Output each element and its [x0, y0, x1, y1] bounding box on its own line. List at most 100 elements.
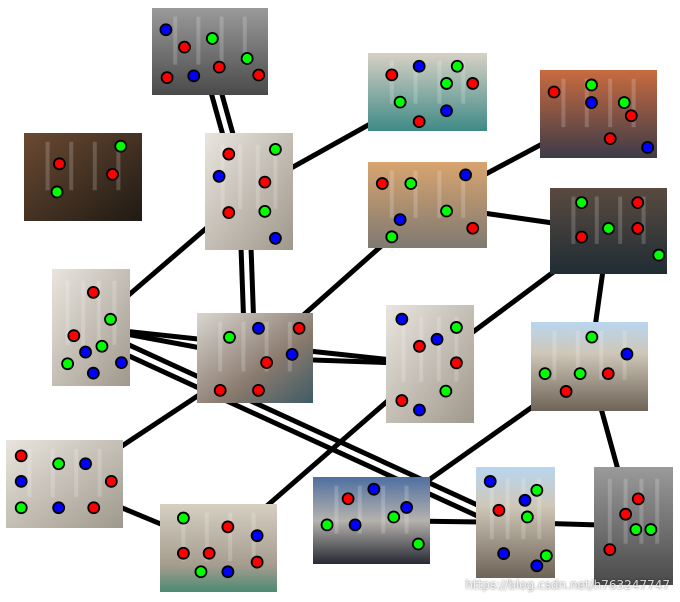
keypoint-red [620, 509, 631, 520]
keypoint-red [632, 223, 643, 234]
keypoint-red [178, 548, 189, 559]
photo-texture [571, 197, 575, 244]
keypoint-green [195, 566, 206, 577]
keypoint-blue [350, 519, 361, 530]
photo-texture [98, 449, 102, 497]
keypoint-green [178, 513, 189, 524]
keypoint-red [259, 177, 270, 188]
photo-image [540, 70, 657, 158]
keypoint-green [630, 524, 641, 535]
keypoint-green [586, 332, 597, 343]
keypoint-green [441, 78, 452, 89]
photo-texture [74, 449, 78, 497]
keypoint-red [214, 62, 225, 73]
keypoint-green [242, 53, 253, 64]
keypoint-green [586, 79, 597, 90]
photo-texture [51, 449, 55, 497]
keypoint-green [575, 368, 586, 379]
keypoint-red [377, 178, 388, 189]
keypoint-red [549, 87, 560, 98]
keypoint-blue [586, 97, 597, 108]
keypoint-blue [519, 495, 530, 506]
keypoint-green [440, 386, 451, 397]
keypoint-red [632, 197, 643, 208]
keypoint-red [222, 521, 233, 532]
keypoint-green [395, 97, 406, 108]
keypoint-red [414, 341, 425, 352]
keypoint-blue [414, 405, 425, 416]
keypoint-red [603, 368, 614, 379]
keypoint-green [322, 519, 333, 530]
keypoint-green [207, 33, 218, 44]
keypoint-red [561, 386, 572, 397]
keypoint-blue [252, 530, 263, 541]
keypoint-blue [396, 314, 407, 325]
keypoint-green [388, 512, 399, 523]
keypoint-blue [642, 142, 653, 153]
photo-thumbnail-statue-closeup [205, 133, 293, 250]
keypoint-red [252, 557, 263, 568]
photo-thumbnail-fountain-base [160, 504, 277, 592]
photo-thumbnail-statue-bw [594, 467, 673, 585]
keypoint-blue [460, 169, 471, 180]
photo-image [368, 53, 487, 131]
keypoint-green [619, 97, 630, 108]
keypoint-green [522, 511, 533, 522]
keypoint-green [16, 502, 27, 513]
keypoint-blue [485, 476, 496, 487]
keypoint-green [541, 550, 552, 561]
photo-thumbnail-statue-detail [386, 305, 474, 423]
keypoint-red [223, 149, 234, 160]
photo-texture [173, 17, 177, 65]
keypoint-red [396, 395, 407, 406]
photo-texture [561, 79, 565, 127]
keypoint-blue [414, 61, 425, 72]
photo-thumbnail-dark-arch [24, 133, 142, 221]
keypoint-green [224, 332, 235, 343]
keypoint-blue [368, 484, 379, 495]
keypoint-blue [80, 347, 91, 358]
keypoint-red [215, 385, 226, 396]
keypoint-blue [395, 214, 406, 225]
keypoint-red [414, 116, 425, 127]
photo-texture [196, 17, 200, 65]
keypoint-green [53, 458, 64, 469]
keypoint-green [576, 197, 587, 208]
keypoint-red [88, 287, 99, 298]
keypoint-green [270, 144, 281, 155]
keypoint-red [162, 72, 173, 83]
photo-texture [437, 317, 441, 382]
photo-texture [618, 197, 622, 244]
keypoint-green [405, 178, 416, 189]
keypoint-green [653, 250, 664, 261]
keypoint-green [540, 368, 551, 379]
photo-thumbnail-person-fountain [197, 313, 313, 403]
photo-texture [552, 331, 556, 380]
photo-thumbnail-statue-left [52, 269, 130, 386]
photo-texture [46, 142, 50, 190]
photo-thumbnail-trevi-top-center [152, 8, 268, 95]
keypoint-green [645, 524, 656, 535]
keypoint-green [413, 538, 424, 549]
keypoint-red [253, 69, 264, 80]
photo-thumbnail-facade-front [476, 467, 555, 578]
keypoint-blue [441, 105, 452, 116]
photo-texture [381, 486, 385, 534]
keypoint-blue [621, 349, 632, 360]
photo-texture [288, 322, 292, 372]
keypoint-red [107, 169, 118, 180]
keypoint-red [386, 69, 397, 80]
keypoint-blue [432, 334, 443, 345]
keypoint-red [16, 450, 27, 461]
keypoint-red [605, 133, 616, 144]
photo-texture [390, 61, 394, 104]
keypoint-red [204, 548, 215, 559]
photo-thumbnail-fountain-night [550, 188, 667, 274]
photo-thumbnail-plaza-fountain [368, 162, 487, 248]
keypoint-green [531, 485, 542, 496]
photo-texture [81, 281, 85, 345]
photo-texture [112, 281, 116, 345]
photo-texture [595, 197, 599, 244]
photo-texture [238, 145, 242, 209]
